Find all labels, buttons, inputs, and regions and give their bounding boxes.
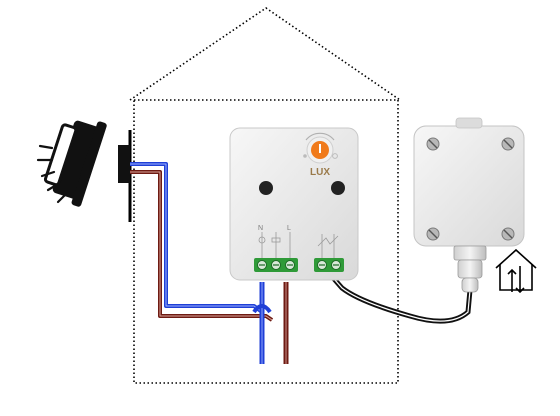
switch-enclosure [229, 127, 359, 281]
wire-crossover [252, 304, 272, 314]
sensor-cable [325, 269, 473, 324]
mounting-hole-right [331, 181, 345, 195]
mounting-hole-left [259, 181, 273, 195]
house-arrows-icon [495, 248, 537, 294]
light-sensor-switch: LUX N L [229, 127, 359, 281]
house-outline [129, 7, 401, 384]
wall-lamp-icon [36, 120, 130, 207]
power-terminal-block [254, 258, 298, 272]
outdoor-light-sensor [413, 117, 525, 293]
terminal-label-n: N [258, 225, 263, 232]
supply-wires [252, 282, 289, 364]
terminal-schematic [258, 232, 339, 258]
dial-label: LUX [310, 167, 330, 178]
light-rays [36, 144, 68, 204]
live-wire-lamp-core [130, 171, 273, 321]
terminal-label-l: L [287, 225, 291, 232]
sensor-terminal-block [314, 258, 344, 272]
house-roof [129, 7, 401, 101]
lux-dial[interactable] [303, 132, 338, 164]
cable-gland [453, 245, 487, 293]
house-walls [133, 99, 399, 384]
